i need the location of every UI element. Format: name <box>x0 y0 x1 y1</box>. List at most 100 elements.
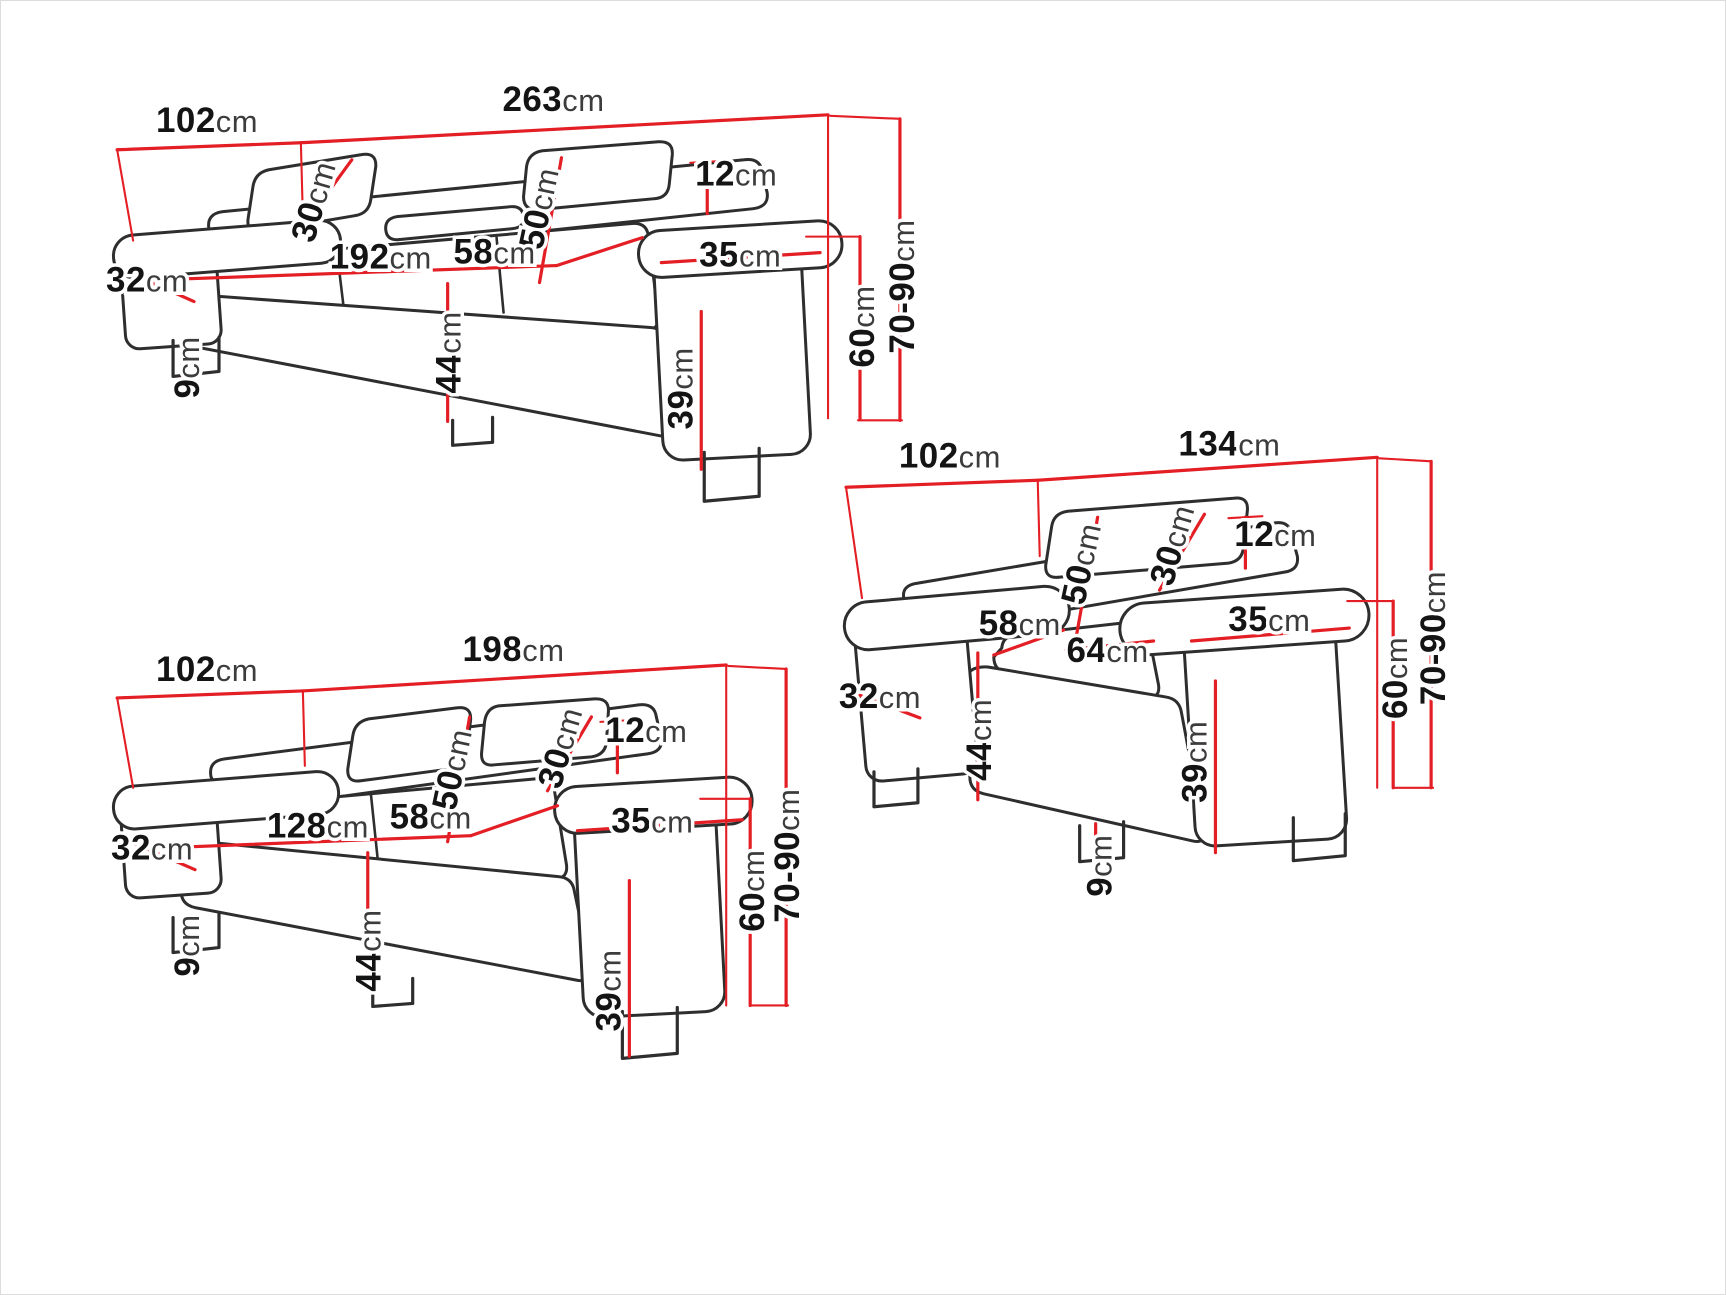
dim-tick <box>727 664 788 671</box>
headrest-middle-bar <box>384 205 526 242</box>
dim-unit: cm <box>1019 607 1061 642</box>
dim-value: 60 <box>843 328 882 368</box>
dim-unit: cm <box>1379 637 1414 679</box>
metal-leg <box>371 976 415 1009</box>
metal-leg <box>620 1005 679 1060</box>
dim-label-seat-depth: 58cm <box>390 798 472 837</box>
dim-label-depth: 102cm <box>156 650 258 689</box>
dim-line-width <box>299 113 830 145</box>
dim-connector <box>844 486 864 600</box>
three-seater-sofa: 102cm 263cm 30cm 50cm 12cm 70-90cm 60cm … <box>103 76 926 503</box>
dim-unit: cm <box>216 653 258 688</box>
dim-unit: cm <box>433 311 468 353</box>
two-seater-labels: 102cm 198cm 50cm 30cm 12cm 70-90cm 60cm … <box>108 626 811 1035</box>
dim-label-headrest-thickness: 12cm <box>1234 515 1316 554</box>
dim-unit: cm <box>327 810 369 845</box>
armchair-dimension-lines <box>844 455 1435 860</box>
dim-label-armrest-width: 35cm <box>699 236 781 275</box>
dim-line-headrest-width <box>545 715 594 793</box>
dim-value: 9 <box>168 957 207 977</box>
dim-value: 64 <box>1067 631 1107 670</box>
dim-unit: cm <box>151 832 193 867</box>
dim-label-height-range: 70-90cm <box>768 789 807 923</box>
dim-value: 39 <box>661 390 700 430</box>
dim-line-seat-depth <box>992 628 1066 657</box>
dim-line-depth <box>115 689 305 700</box>
dim-label-seat-width: 128cm <box>267 807 369 846</box>
dim-value: 102 <box>899 436 959 475</box>
dim-unit: cm <box>592 949 627 991</box>
metal-leg <box>171 335 221 379</box>
three-seater-drawing <box>111 140 844 503</box>
dim-unit: cm <box>390 241 432 276</box>
dim-label-leg-height: 9cm <box>1081 835 1120 897</box>
dim-value: 35 <box>699 236 739 275</box>
dim-unit: cm <box>562 83 604 118</box>
dim-unit: cm <box>771 789 806 831</box>
metal-leg <box>171 911 221 955</box>
two-seater-dimension-lines <box>115 663 790 1058</box>
dim-value: 102 <box>156 650 216 689</box>
dim-unit: cm <box>963 699 998 741</box>
dim-line-headrest-width <box>1157 512 1207 592</box>
dim-line-seat-depth <box>469 804 560 838</box>
dim-label-seat-width: 192cm <box>330 238 432 277</box>
dim-value: 70-90 <box>883 262 922 354</box>
dim-unit: cm <box>493 236 535 271</box>
dim-value: 44 <box>960 741 999 781</box>
dim-unit: cm <box>171 914 206 956</box>
headrest-left <box>346 706 473 783</box>
dim-label-seat-height: 44cm <box>960 699 999 781</box>
dim-unit: cm <box>736 850 771 892</box>
dim-line-armrest-top-width <box>846 689 922 720</box>
dim-unit: cm <box>879 680 921 715</box>
dim-label-armrest-height: 39cm <box>1175 721 1214 803</box>
three-seater-dimension-lines <box>115 113 903 471</box>
dim-value: 32 <box>839 677 879 716</box>
armchair-labels: 102cm 134cm 50cm 30cm 12cm 70-90cm 60cm … <box>835 421 1456 900</box>
dim-unit: cm <box>1274 518 1316 553</box>
three-seater-labels: 102cm 263cm 30cm 50cm 12cm 70-90cm 60cm … <box>103 76 926 433</box>
dim-line-seat-width <box>1064 639 1156 652</box>
dim-value: 35 <box>1228 600 1268 639</box>
dim-unit: cm <box>651 805 693 840</box>
dim-unit: cm <box>216 104 258 139</box>
dim-unit: cm <box>846 285 881 327</box>
dim-label-seat-height: 44cm <box>430 311 469 393</box>
two-seater-sofa: 102cm 198cm 50cm 30cm 12cm 70-90cm 60cm … <box>108 626 811 1060</box>
dim-line-seat-width <box>163 263 559 282</box>
dim-unit: cm <box>1417 571 1452 613</box>
dim-value: 70-90 <box>1414 613 1453 705</box>
dim-value: 198 <box>463 630 523 669</box>
dim-label-headrest-width: 30cm <box>1142 500 1202 590</box>
dim-value: 44 <box>430 354 469 394</box>
dim-label-body-height: 60cm <box>733 850 772 932</box>
armchair-drawing <box>842 496 1371 864</box>
dim-line-width <box>1036 455 1379 482</box>
dim-label-leg-height: 9cm <box>168 336 207 398</box>
seat-divider <box>369 791 380 861</box>
dim-label-armrest-top-width: 32cm <box>839 677 921 716</box>
dim-label-leg-height: 9cm <box>168 914 207 976</box>
dim-line-backrest-height <box>537 156 564 285</box>
dim-line-backrest-height <box>1074 515 1100 642</box>
dim-value: 60 <box>733 892 772 932</box>
dim-value: 12 <box>1234 515 1274 554</box>
dim-label-body-height: 60cm <box>1376 637 1415 719</box>
dim-label-width: 198cm <box>463 630 565 669</box>
seat-divider <box>495 236 505 314</box>
dim-label-seat-depth: 58cm <box>454 233 536 272</box>
dim-line-seat-depth <box>554 236 644 268</box>
metal-leg <box>1291 812 1347 863</box>
dim-label-seat-depth: 58cm <box>979 604 1061 643</box>
dim-value: 44 <box>350 952 389 992</box>
dim-label-armrest-width: 35cm <box>611 802 693 841</box>
dim-label-armrest-top-width: 32cm <box>106 261 188 300</box>
dim-value: 60 <box>1376 679 1415 719</box>
dim-label-armrest-height: 39cm <box>661 347 700 429</box>
dim-value: 128 <box>267 807 327 846</box>
dim-value: 32 <box>106 261 146 300</box>
dim-unit: cm <box>436 726 479 775</box>
dim-unit: cm <box>429 801 471 836</box>
